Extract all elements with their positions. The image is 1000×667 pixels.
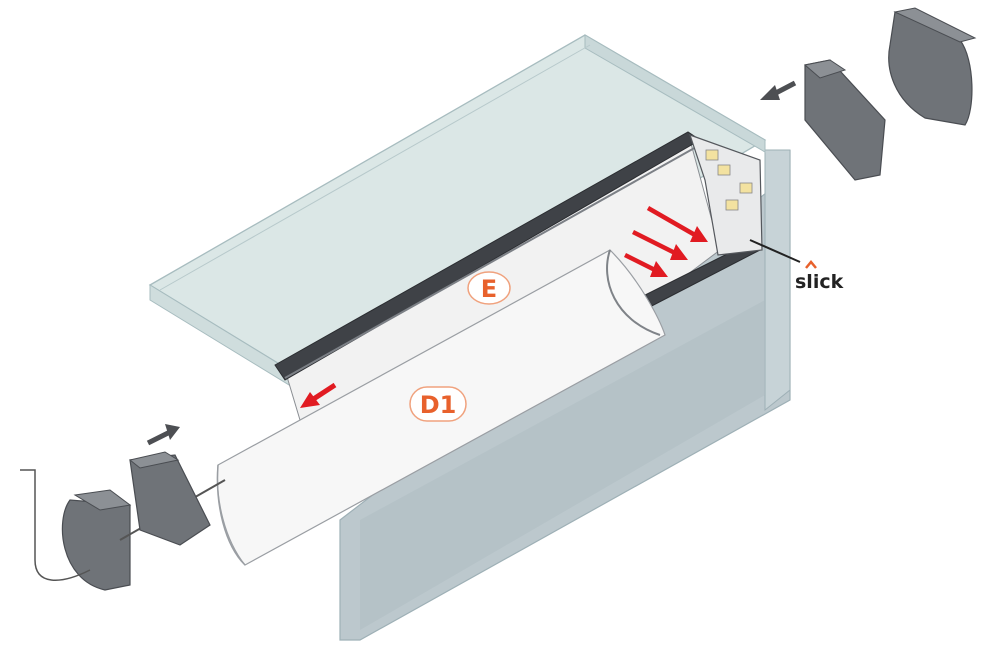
endcap-right-rounded: [888, 7, 977, 126]
brand-leader-line: [749, 239, 801, 263]
led-strip: [705, 149, 753, 211]
label-e: E: [467, 271, 511, 305]
arrows-red-clip-in: [623, 206, 708, 277]
arrow-red-diffuser-insert: [300, 382, 337, 408]
arrow-gray-right-cap: [760, 80, 797, 100]
label-d1-text: D1: [420, 391, 457, 419]
slick-logo: slick: [795, 260, 844, 293]
endcap-right-plain: [803, 59, 886, 181]
label-e-text: E: [481, 275, 497, 303]
arrow-gray-left-cap: [146, 424, 180, 446]
endcap-left-plain: [128, 451, 211, 546]
label-d1: D1: [409, 386, 467, 422]
slick-logo-text: slick: [795, 271, 844, 293]
